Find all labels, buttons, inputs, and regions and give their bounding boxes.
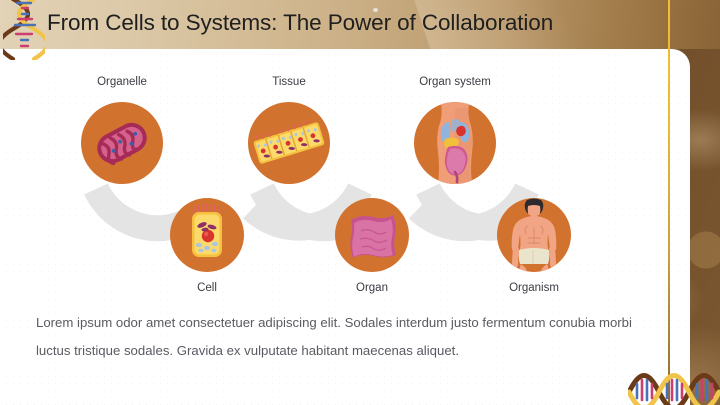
content-card-inner: Organelle [0,49,690,405]
node-circle-organism[interactable] [497,198,571,272]
torso-organs-icon [437,102,473,184]
intestine-icon [350,215,396,258]
node-circle-organ-system[interactable] [414,102,496,184]
header-speck-decoration [373,8,378,12]
content-card: Organelle [0,49,690,405]
page-title: From Cells to Systems: The Power of Coll… [47,10,554,35]
node-label-cell: Cell [197,282,217,294]
node-circle-cell[interactable] [170,198,244,272]
node-label-organ: Organ [356,282,388,294]
dna-helix-icon [3,0,45,60]
slide-header [0,0,720,49]
cell-icon [192,203,222,257]
body-paragraph: Lorem ipsum odor amet consectetuer adipi… [36,315,632,358]
node-circle-organ[interactable] [335,198,409,272]
dna-helix-icon [628,373,720,405]
node-circle-organelle[interactable] [81,102,163,184]
mitochondrion-icon [97,122,147,166]
node-label-organ-system: Organ system [419,76,491,88]
node-label-organelle: Organelle [97,76,147,88]
node-circle-tissue[interactable] [248,102,330,184]
node-label-organism: Organism [509,282,559,294]
tissue-strip-icon [253,120,325,164]
gold-vertical-rule [668,0,670,405]
node-label-tissue: Tissue [272,76,306,88]
human-body-icon [511,198,557,272]
